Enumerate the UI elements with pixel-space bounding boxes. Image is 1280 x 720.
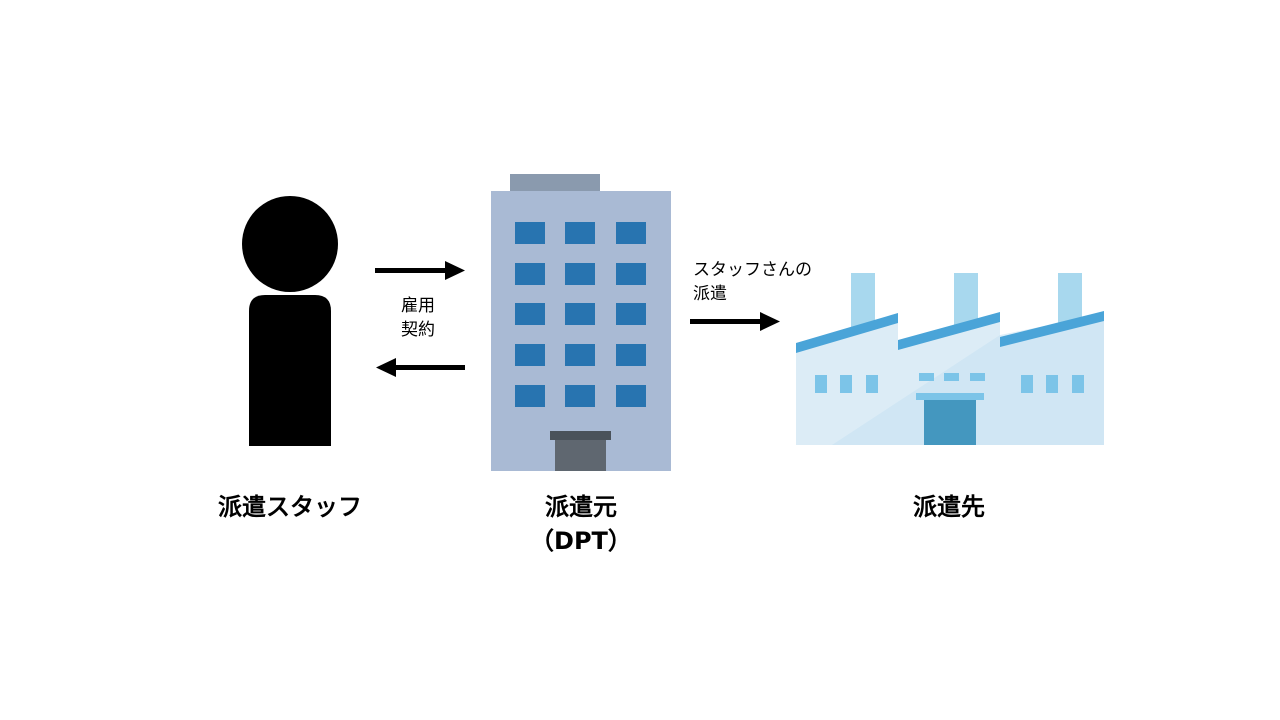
agency-label-line1: 派遣元 [545, 493, 617, 521]
staff-dispatch-label: スタッフさんの 派遣 [693, 258, 812, 306]
factory-icon [796, 273, 1104, 445]
agency-label: 派遣元 （DPT） [481, 490, 681, 558]
employment-contract-label: 雇用 契約 [401, 294, 435, 342]
agency-label-line2: （DPT） [530, 527, 632, 555]
person-icon [242, 196, 338, 446]
office-building-icon [491, 174, 671, 471]
contract-line1: 雇用 [401, 296, 435, 316]
arrow-right-icon [375, 261, 465, 280]
arrow-left-icon [376, 358, 465, 377]
arrow-right-icon [690, 312, 780, 331]
contract-line2: 契約 [401, 320, 435, 340]
dispatch-line1: スタッフさんの [693, 260, 812, 280]
staff-label: 派遣スタッフ [218, 493, 362, 521]
dispatch-line2: 派遣 [693, 284, 727, 304]
client-label: 派遣先 [913, 493, 985, 521]
